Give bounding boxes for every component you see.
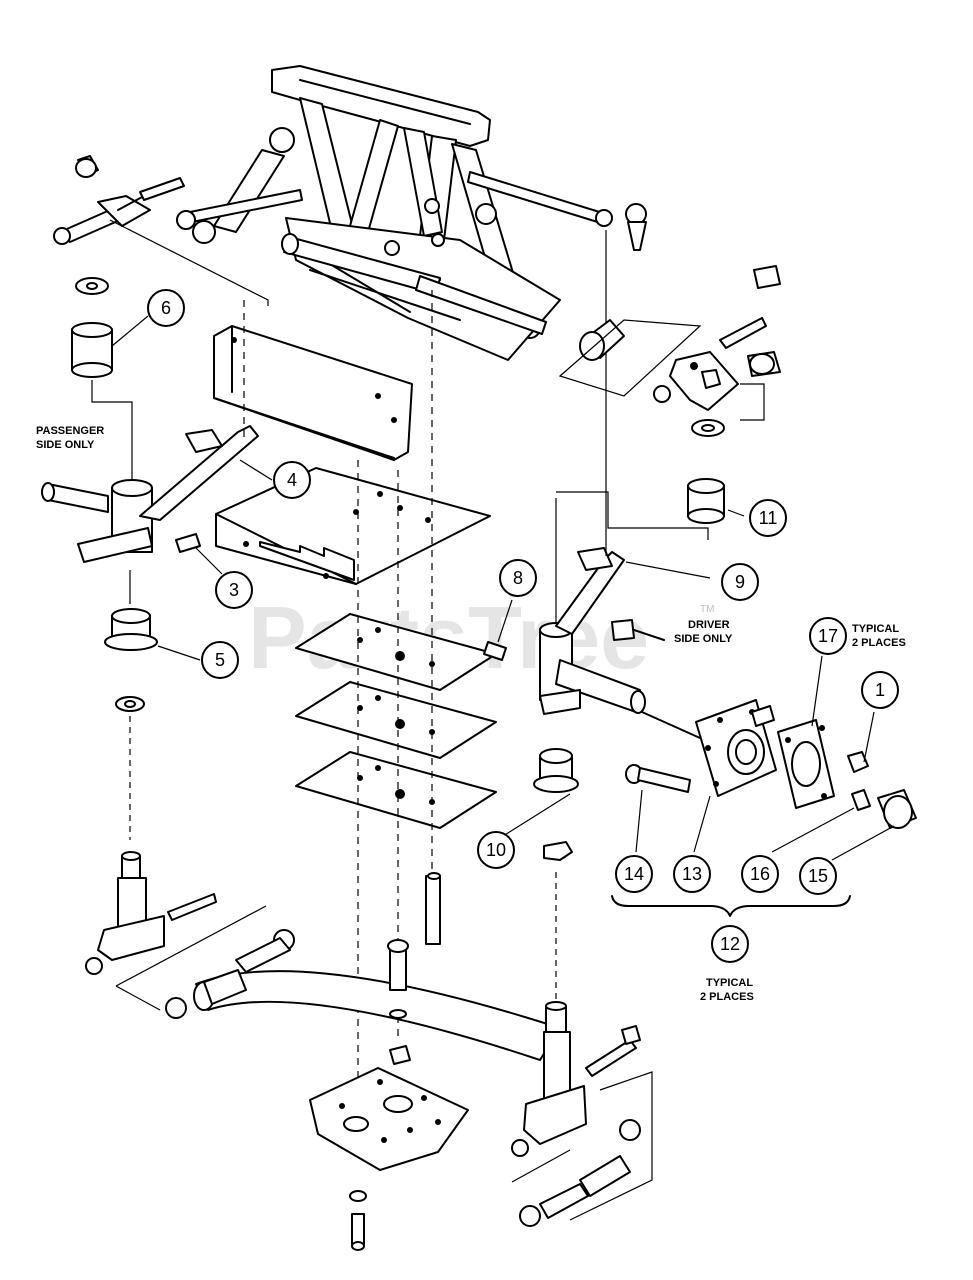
note-driver-side-line1: DRIVER xyxy=(688,619,730,631)
callout-1-label: 1 xyxy=(875,680,885,700)
callout-6[interactable]: 6 xyxy=(147,289,185,327)
callout-17[interactable]: 17 xyxy=(809,617,847,655)
note-typical-12-line1: TYPICAL xyxy=(706,977,753,989)
bottom-pivot-plate xyxy=(309,872,469,1251)
callout-11[interactable]: 11 xyxy=(749,499,787,537)
note-typical-17-line2: 2 PLACES xyxy=(852,637,906,649)
driver-spindle xyxy=(483,230,709,1000)
callout-6-label: 6 xyxy=(161,298,171,318)
callout-15-label: 15 xyxy=(808,866,828,886)
note-passenger-side-line1: PASSENGER xyxy=(36,425,104,437)
passenger-spindle xyxy=(41,425,259,840)
callout-4-label: 4 xyxy=(287,470,297,490)
callout-15[interactable]: 15 xyxy=(799,857,837,895)
watermark-trademark: TM xyxy=(700,604,714,615)
callout-10-label: 10 xyxy=(486,840,506,860)
callout-9-label: 9 xyxy=(735,572,745,592)
callout-5[interactable]: 5 xyxy=(201,641,239,679)
note-driver-side-line2: SIDE ONLY xyxy=(674,633,733,645)
callout-10[interactable]: 10 xyxy=(477,831,515,869)
note-typical-17-line1: TYPICAL xyxy=(852,623,899,635)
callout-4[interactable]: 4 xyxy=(273,461,311,499)
lower-right-spindle xyxy=(511,1001,653,1227)
callout-3-label: 3 xyxy=(229,580,239,600)
callout-14[interactable]: 14 xyxy=(615,855,653,893)
callout-16[interactable]: 16 xyxy=(741,855,779,893)
note-typical-12-line2: 2 PLACES xyxy=(700,991,754,1003)
hub-bearing-assembly xyxy=(611,699,917,917)
note-passenger-side-line2: SIDE ONLY xyxy=(36,439,95,451)
callout-17-label: 17 xyxy=(818,626,838,646)
upper-right-bracket xyxy=(558,203,781,524)
upper-left-tie-rod-end xyxy=(53,155,269,480)
callout-16-label: 16 xyxy=(750,864,770,884)
callout-13[interactable]: 13 xyxy=(673,855,711,893)
lower-left-axle xyxy=(85,851,561,1061)
callout-14-label: 14 xyxy=(624,864,644,884)
callout-12-label: 12 xyxy=(720,934,740,954)
callout-8[interactable]: 8 xyxy=(499,559,537,597)
callout-5-label: 5 xyxy=(215,650,225,670)
callout-9[interactable]: 9 xyxy=(721,563,759,601)
callout-1[interactable]: 1 xyxy=(861,671,899,709)
callout-13-label: 13 xyxy=(682,864,702,884)
callout-8-label: 8 xyxy=(513,568,523,588)
callout-11-label: 11 xyxy=(759,508,778,528)
upper-frame-assembly xyxy=(176,65,613,361)
leader-lines xyxy=(111,315,895,861)
callout-3[interactable]: 3 xyxy=(215,571,253,609)
callout-12[interactable]: 12 xyxy=(711,925,749,963)
